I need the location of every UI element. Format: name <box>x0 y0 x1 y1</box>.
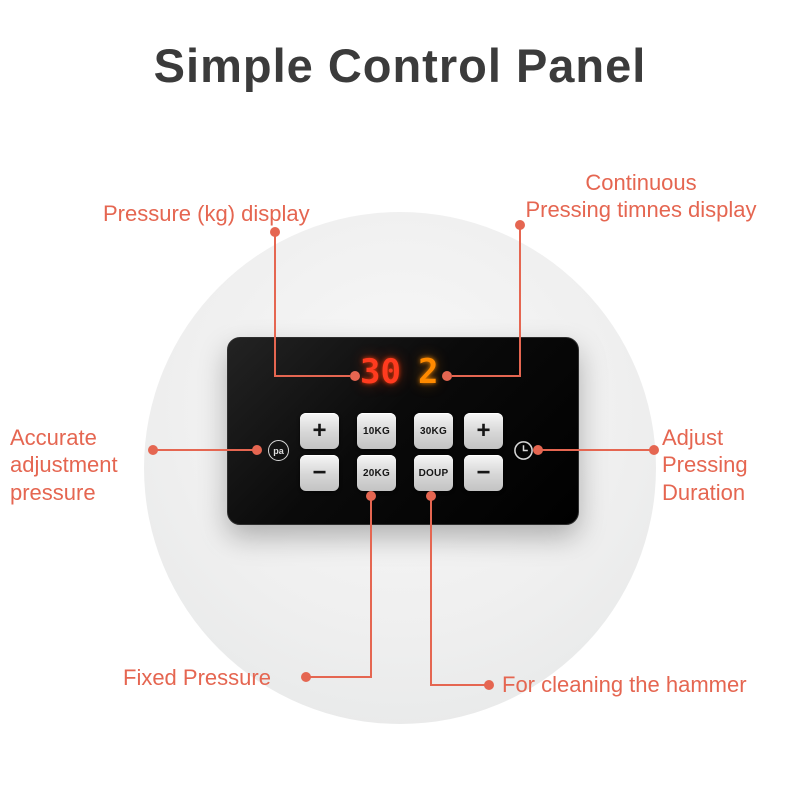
annotation-accurate-adjustment: Accurate adjustment pressure <box>10 425 118 505</box>
duration-decrease-button[interactable]: − <box>464 455 503 491</box>
pressure-unit-icon: pa <box>268 440 289 461</box>
annotation-fixed-pressure: Fixed Pressure <box>123 665 271 690</box>
led-display: 30 2 <box>360 352 438 392</box>
pressure-decrease-button[interactable]: − <box>300 455 339 491</box>
pressure-increase-button[interactable]: + <box>300 413 339 449</box>
annotation-adjust-duration: Adjust Pressing Duration <box>662 425 748 505</box>
doup-button[interactable]: DOUP <box>414 455 453 491</box>
annotation-cleaning-hammer: For cleaning the hammer <box>502 672 747 697</box>
pressure-readout: 30 <box>360 352 401 392</box>
timer-icon <box>513 440 534 461</box>
annotation-pressure-display: Pressure (kg) display <box>103 201 310 226</box>
annotation-times-display: Continuous Pressing timnes display <box>525 170 757 223</box>
page-title: Simple Control Panel <box>153 39 647 92</box>
preset-10kg-button[interactable]: 10KG <box>357 413 396 449</box>
duration-increase-button[interactable]: + <box>464 413 503 449</box>
times-readout: 2 <box>417 352 439 392</box>
pressure-unit-label: pa <box>273 445 284 456</box>
control-panel: 30 2 pa + 10KG 30KG + − 20KG DOUP − <box>227 337 579 525</box>
preset-20kg-button[interactable]: 20KG <box>357 455 396 491</box>
preset-30kg-button[interactable]: 30KG <box>414 413 453 449</box>
